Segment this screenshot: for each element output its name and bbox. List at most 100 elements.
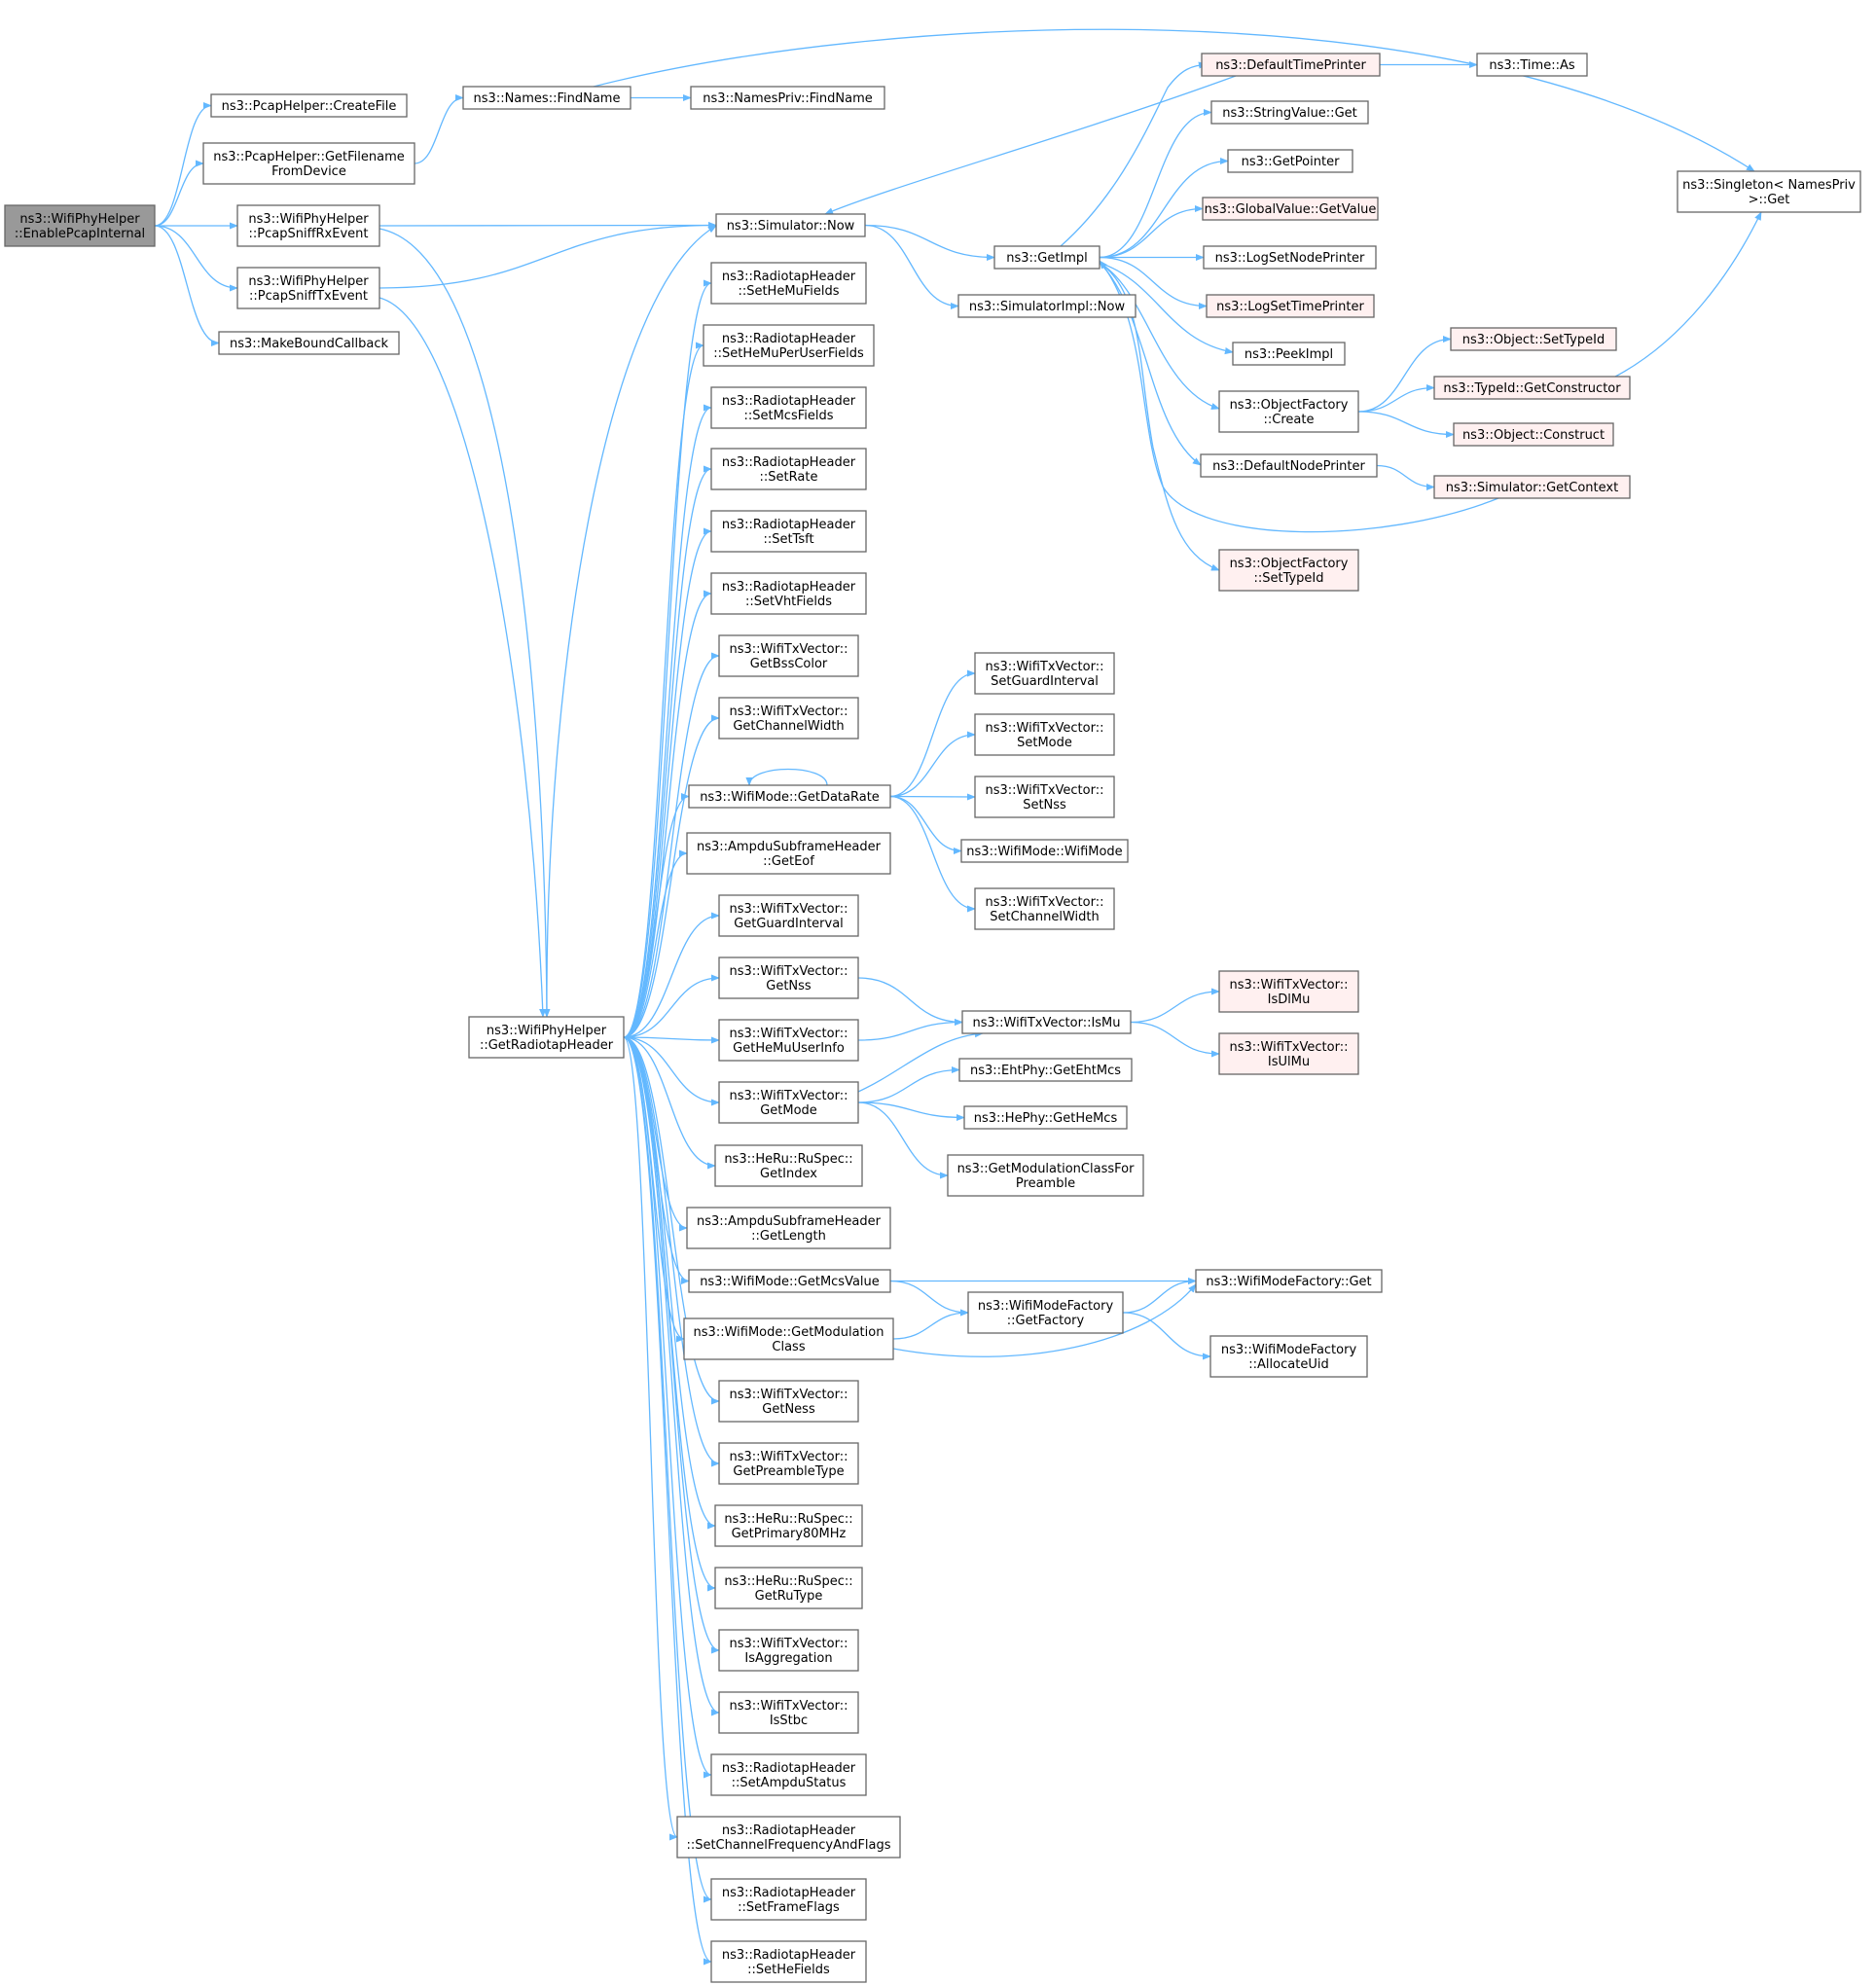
node-box xyxy=(686,832,891,875)
node-wmfgetfactory[interactable]: ns3::WifiModeFactory::GetFactory xyxy=(967,1291,1124,1334)
node-enable[interactable]: ns3::WifiPhyHelper::EnablePcapInternal xyxy=(4,204,156,247)
node-lognode[interactable]: ns3::LogSetNodePrinter xyxy=(1203,245,1377,270)
node-getnss[interactable]: ns3::WifiTxVector::GetNss xyxy=(718,956,859,999)
node-setframe[interactable]: ns3::RadiotapHeader::SetFrameFlags xyxy=(710,1878,867,1921)
node-label: ::SetVhtFields xyxy=(745,595,832,609)
node-getimpl[interactable]: ns3::GetImpl xyxy=(993,245,1100,270)
node-setrate[interactable]: ns3::RadiotapHeader::SetRate xyxy=(710,448,867,490)
node-typeidctor[interactable]: ns3::TypeId::GetConstructor xyxy=(1433,376,1631,400)
node-box xyxy=(1206,294,1375,318)
node-sethemu[interactable]: ns3::RadiotapHeader::SetHeMuFields xyxy=(710,262,867,305)
edge-rxevent-to-simnow xyxy=(379,221,717,230)
node-getradiotap[interactable]: ns3::WifiPhyHelper::GetRadiotapHeader xyxy=(468,1016,625,1059)
node-label: ns3::WifiTxVector:: xyxy=(729,964,848,979)
node-getpreamble[interactable]: ns3::WifiTxVector::GetPreambleType xyxy=(718,1442,859,1485)
node-ofcreate[interactable]: ns3::ObjectFactory::Create xyxy=(1218,390,1359,433)
node-box xyxy=(714,1567,863,1609)
node-gvgetvalue[interactable]: ns3::GlobalValue::GetValue xyxy=(1202,197,1379,221)
node-isagg[interactable]: ns3::WifiTxVector::IsAggregation xyxy=(718,1629,859,1672)
node-label: ns3::WifiPhyHelper xyxy=(19,212,140,227)
node-findname[interactable]: ns3::Names::FindName xyxy=(462,86,631,110)
node-geteof[interactable]: ns3::AmpduSubframeHeader::GetEof xyxy=(686,832,891,875)
node-label: ::SetRate xyxy=(760,470,818,485)
edge-ismu-to-isdlmu xyxy=(1130,988,1220,1024)
node-txevent[interactable]: ns3::WifiPhyHelper::PcapSniffTxEvent xyxy=(236,267,380,309)
node-singleton[interactable]: ns3::Singleton< NamesPriv>::Get xyxy=(1677,170,1861,213)
node-wmfalloc[interactable]: ns3::WifiModeFactory::AllocateUid xyxy=(1209,1335,1368,1378)
node-box xyxy=(1218,390,1359,433)
node-ismu[interactable]: ns3::WifiTxVector::IsMu xyxy=(961,1010,1132,1034)
node-label: ns3::RadiotapHeader xyxy=(722,1948,856,1963)
node-hemcs[interactable]: ns3::HePhy::GetHeMcs xyxy=(963,1105,1128,1130)
node-wmfget[interactable]: ns3::WifiModeFactory::Get xyxy=(1195,1269,1383,1293)
node-label: ns3::WifiTxVector:: xyxy=(985,721,1103,736)
node-box xyxy=(718,634,859,677)
edge-getdatarate-to-setgi xyxy=(889,669,976,798)
node-label: ns3::WifiTxVector:: xyxy=(729,1388,848,1402)
node-getchw[interactable]: ns3::WifiTxVector::GetChannelWidth xyxy=(718,697,859,740)
node-setmode[interactable]: ns3::WifiTxVector::SetMode xyxy=(974,713,1115,756)
node-peekimpl[interactable]: ns3::PeekImpl xyxy=(1232,342,1346,366)
node-ehtmcs[interactable]: ns3::EhtPhy::GetEhtMcs xyxy=(958,1058,1133,1082)
node-setvht[interactable]: ns3::RadiotapHeader::SetVhtFields xyxy=(710,572,867,615)
node-isstbc[interactable]: ns3::WifiTxVector::IsStbc xyxy=(718,1691,859,1734)
node-objconstruct[interactable]: ns3::Object::Construct xyxy=(1453,422,1614,447)
node-setchw[interactable]: ns3::WifiTxVector::SetChannelWidth xyxy=(974,887,1115,930)
node-npfindname[interactable]: ns3::NamesPriv::FindName xyxy=(690,86,885,110)
node-createfile[interactable]: ns3::PcapHelper::CreateFile xyxy=(210,93,408,118)
node-getmodclass[interactable]: ns3::WifiMode::GetModulationClass xyxy=(683,1317,894,1360)
node-getdatarate[interactable]: ns3::WifiMode::GetDataRate xyxy=(688,784,891,809)
node-simgetctx[interactable]: ns3::Simulator::GetContext xyxy=(1433,475,1631,499)
node-isdlmu[interactable]: ns3::WifiTxVector::IsDlMu xyxy=(1218,970,1359,1013)
node-getness[interactable]: ns3::WifiTxVector::GetNess xyxy=(718,1380,859,1423)
node-getprimary[interactable]: ns3::HeRu::RuSpec::GetPrimary80MHz xyxy=(714,1504,863,1547)
node-label: ::PcapSniffTxEvent xyxy=(249,289,368,304)
edge-getdatarate-to-setmode xyxy=(889,731,976,798)
node-sethemuper[interactable]: ns3::RadiotapHeader::SetHeMuPerUserField… xyxy=(703,324,875,367)
node-setnss[interactable]: ns3::WifiTxVector::SetNss xyxy=(974,776,1115,818)
node-logtime[interactable]: ns3::LogSetTimePrinter xyxy=(1206,294,1375,318)
node-getlength[interactable]: ns3::AmpduSubframeHeader::GetLength xyxy=(686,1207,891,1249)
node-getgi[interactable]: ns3::WifiTxVector::GetGuardInterval xyxy=(718,894,859,937)
node-setgi[interactable]: ns3::WifiTxVector::SetGuardInterval xyxy=(974,652,1115,695)
node-objsettypeid[interactable]: ns3::Object::SetTypeId xyxy=(1450,327,1617,351)
node-deftime[interactable]: ns3::DefaultTimePrinter xyxy=(1201,53,1381,77)
node-settsft[interactable]: ns3::RadiotapHeader::SetTsft xyxy=(710,510,867,553)
node-defnode[interactable]: ns3::DefaultNodePrinter xyxy=(1200,453,1378,478)
node-box xyxy=(967,1291,1124,1334)
node-box xyxy=(1677,170,1861,213)
node-setampdu[interactable]: ns3::RadiotapHeader::SetAmpduStatus xyxy=(710,1753,867,1796)
edge-getimpl-to-gvgetvalue xyxy=(1099,204,1204,259)
edge-ismu-to-isulmu xyxy=(1130,1021,1220,1058)
edge-enable-to-getfilename xyxy=(154,160,204,227)
node-makebound[interactable]: ns3::MakeBoundCallback xyxy=(218,331,400,355)
node-setchfreq[interactable]: ns3::RadiotapHeader::SetChannelFrequency… xyxy=(676,1816,901,1859)
node-simimplnow[interactable]: ns3::SimulatorImpl::Now xyxy=(957,294,1136,318)
node-getmcsvalue[interactable]: ns3::WifiMode::GetMcsValue xyxy=(688,1269,891,1293)
node-wifimode[interactable]: ns3::WifiMode::WifiMode xyxy=(960,839,1129,863)
node-label: ns3::WifiTxVector:: xyxy=(729,1699,848,1714)
node-getindex[interactable]: ns3::HeRu::RuSpec::GetIndex xyxy=(714,1144,863,1187)
node-getrutype[interactable]: ns3::HeRu::RuSpec::GetRuType xyxy=(714,1567,863,1609)
node-label: ns3::WifiTxVector:: xyxy=(729,642,848,657)
node-gethemu[interactable]: ns3::WifiTxVector::GetHeMuUserInfo xyxy=(718,1019,859,1062)
node-isulmu[interactable]: ns3::WifiTxVector::IsUlMu xyxy=(1218,1032,1359,1075)
node-strget[interactable]: ns3::StringValue::Get xyxy=(1210,100,1369,125)
edge-getimpl-to-getpointer xyxy=(1099,157,1229,259)
edge-getradiotap-to-isstbc xyxy=(623,1036,720,1716)
node-ofsettypeid[interactable]: ns3::ObjectFactory::SetTypeId xyxy=(1218,549,1359,592)
node-box xyxy=(961,1010,1132,1034)
node-getmode[interactable]: ns3::WifiTxVector::GetMode xyxy=(718,1081,859,1124)
node-getpointer[interactable]: ns3::GetPointer xyxy=(1227,149,1353,173)
node-box xyxy=(236,204,380,247)
node-label: ns3::WifiTxVector::IsMu xyxy=(972,1016,1120,1030)
node-simnow[interactable]: ns3::Simulator::Now xyxy=(715,213,866,237)
node-getbss[interactable]: ns3::WifiTxVector::GetBssColor xyxy=(718,634,859,677)
node-label: ns3::Singleton< NamesPriv xyxy=(1682,178,1856,193)
node-sethe[interactable]: ns3::RadiotapHeader::SetHeFields xyxy=(710,1940,867,1983)
node-setmcs[interactable]: ns3::RadiotapHeader::SetMcsFields xyxy=(710,386,867,429)
node-timeas[interactable]: ns3::Time::As xyxy=(1476,53,1588,77)
node-rxevent[interactable]: ns3::WifiPhyHelper::PcapSniffRxEvent xyxy=(236,204,380,247)
